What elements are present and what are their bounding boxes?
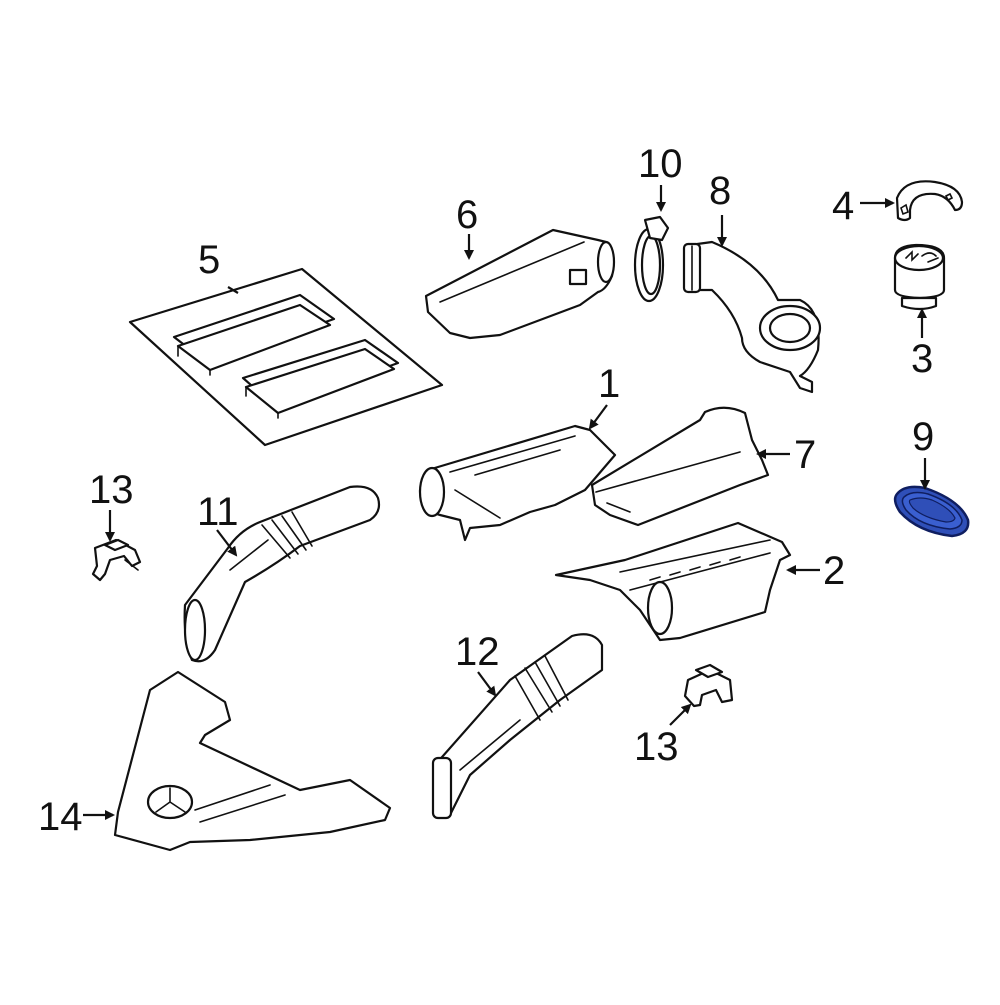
intake-duct-part-11[interactable] — [183, 485, 381, 663]
callout-5[interactable]: 5 — [198, 238, 221, 282]
air-cleaner-housing-part-1[interactable] — [418, 424, 617, 542]
callout-4[interactable]: 4 — [832, 184, 855, 228]
seal-gasket-part-9[interactable] — [893, 485, 970, 538]
retaining-clip-part-13-left[interactable] — [91, 538, 142, 582]
callout-1[interactable]: 1 — [598, 362, 621, 406]
air-cleaner-housing-part-2[interactable] — [554, 521, 792, 642]
engine-cover-part-14[interactable] — [113, 670, 392, 852]
clamp-part-4[interactable] — [895, 180, 964, 222]
callout-6[interactable]: 6 — [456, 193, 479, 237]
callout-10[interactable]: 10 — [638, 142, 683, 186]
air-cleaner-cover-part-6[interactable] — [424, 228, 616, 340]
air-intake-hose-part-8[interactable] — [682, 240, 822, 394]
callout-11[interactable]: 11 — [197, 490, 239, 534]
callout-3[interactable]: 3 — [911, 337, 934, 381]
callout-2[interactable]: 2 — [823, 549, 846, 593]
intake-duct-part-12[interactable] — [431, 633, 604, 820]
hose-clamp-part-10[interactable] — [633, 215, 670, 303]
callout-7[interactable]: 7 — [794, 433, 817, 477]
callout-8[interactable]: 8 — [709, 169, 732, 213]
air-filter-kit-part-5[interactable] — [128, 267, 444, 447]
air-cleaner-cover-part-7[interactable] — [590, 406, 770, 527]
callout-9[interactable]: 9 — [912, 415, 935, 459]
retaining-clip-part-13-right[interactable] — [683, 663, 734, 708]
callout-13-left[interactable]: 13 — [89, 468, 134, 512]
callout-12[interactable]: 12 — [455, 630, 500, 674]
cap-part-3[interactable] — [893, 243, 946, 311]
callout-13-right[interactable]: 13 — [634, 725, 679, 769]
callout-14[interactable]: 14 — [38, 795, 83, 839]
